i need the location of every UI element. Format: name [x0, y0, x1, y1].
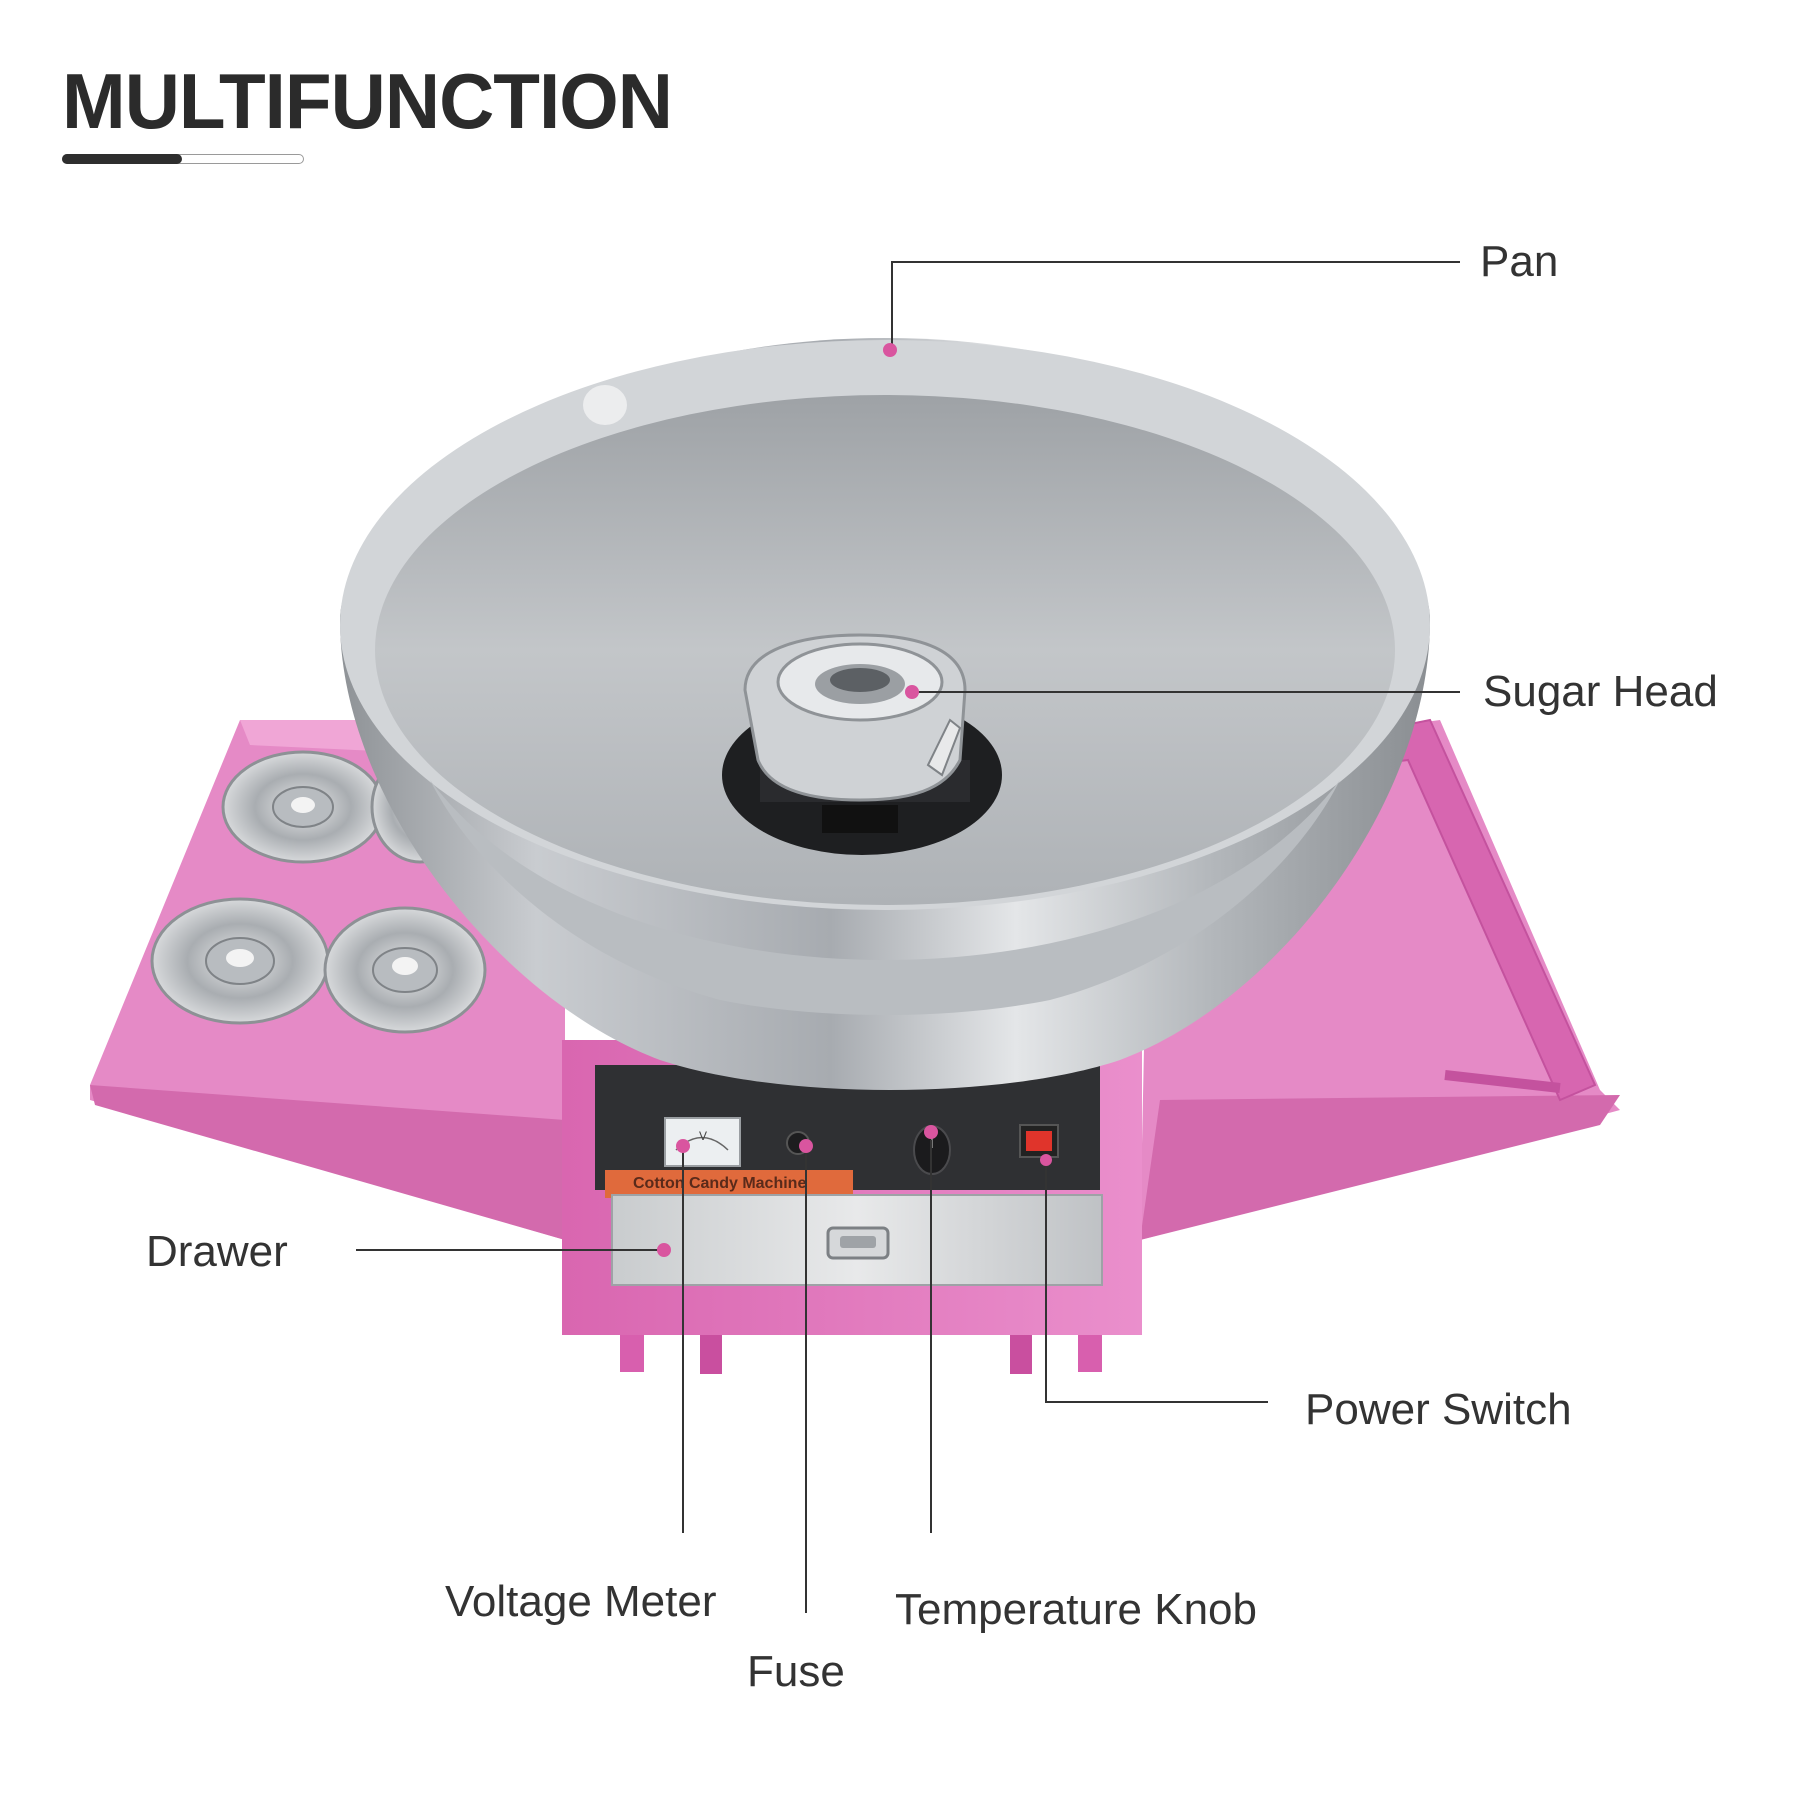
temperature-knob-label: Temperature Knob: [895, 1585, 1257, 1634]
cup-holder: [150, 897, 330, 1025]
title-underline-accent: [62, 153, 182, 164]
power-switch-leader-line: [1045, 1160, 1268, 1403]
cup-holder: [323, 906, 487, 1034]
pan-label: Pan: [1480, 237, 1559, 286]
pan-callout-dot: [883, 343, 897, 357]
fuse-label: Fuse: [747, 1647, 845, 1696]
page-title: MULTIFUNCTION: [62, 57, 673, 145]
panel-label: Cotton Candy Machine: [633, 1175, 806, 1192]
sugar-head-label: Sugar Head: [1483, 667, 1718, 716]
voltage-meter: V: [664, 1117, 741, 1167]
meter-letter: V: [699, 1129, 707, 1143]
callout-lines: [356, 261, 1460, 1613]
cup-holder: [221, 750, 385, 864]
power-switch-callout-dot: [1040, 1154, 1052, 1166]
power-switch-label: Power Switch: [1305, 1385, 1572, 1434]
sugar-head: [722, 633, 1002, 855]
drawer-label: Drawer: [146, 1227, 288, 1276]
title-underline: [62, 153, 304, 164]
power-switch: [1019, 1124, 1059, 1158]
cup-holders: [150, 750, 487, 1034]
temperature-knob-callout-dot: [924, 1125, 938, 1139]
fuse-callout-dot: [799, 1139, 813, 1153]
drawer-handle: [826, 1226, 890, 1260]
pan-leader-line: [891, 261, 1460, 350]
sugar-head-callout-dot: [905, 685, 919, 699]
callout-dots: [657, 343, 1052, 1257]
drawer-callout-dot: [657, 1243, 671, 1257]
voltage-meter-label: Voltage Meter: [445, 1577, 717, 1626]
voltage-meter-callout-dot: [676, 1139, 690, 1153]
